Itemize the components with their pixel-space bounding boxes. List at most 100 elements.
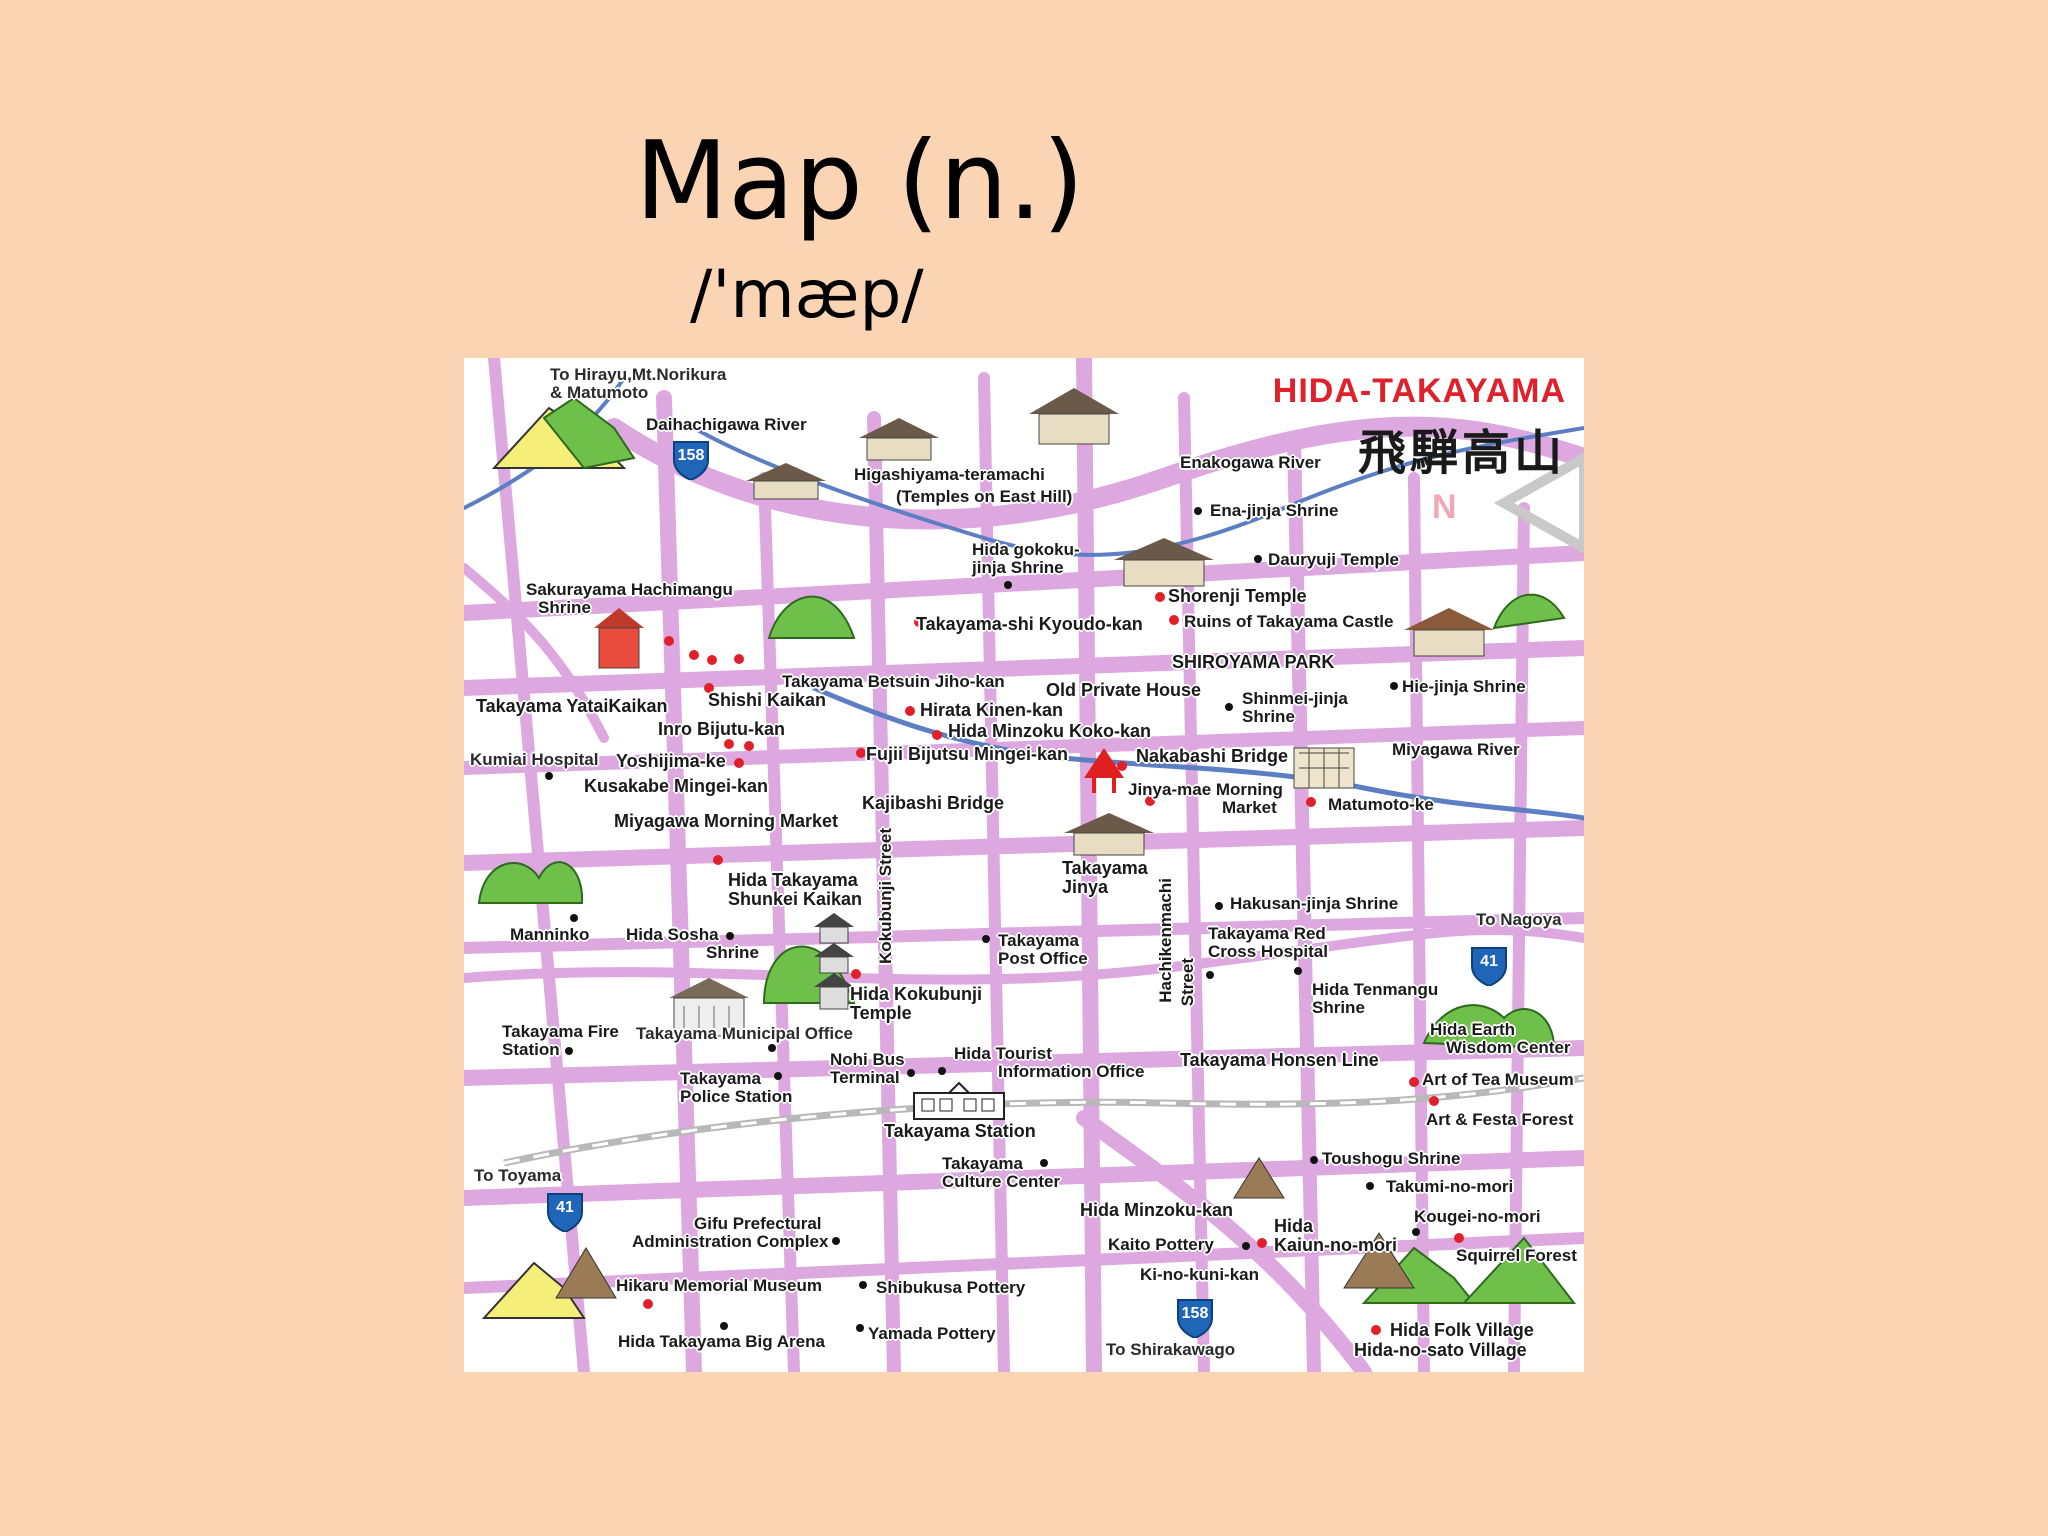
label-hida-tenmangu-shrine: Hida Tenmangu [1312,980,1439,999]
label-minzoku-koko-kan: Hida Minzoku Koko-kan [948,721,1152,741]
label-to-nagoya: To Nagoya [1476,910,1562,929]
label-kusakabe-mingei-kan: Kusakabe Mingei-kan [584,776,769,796]
label-municipal-office: Takayama Municipal Office [636,1024,853,1043]
slide-title: Map (n.) [635,119,1085,244]
brand-japanese: 飛騨高山 [1357,425,1566,481]
label-takayama-jinya-2: Jinya [1062,877,1109,897]
label-hida-kaiun-no-mori: Hida [1274,1216,1314,1236]
label-takayama-jinya: Takayama [1062,858,1148,878]
label-jinya-morning-market: Jinya-mae Morning [1128,780,1283,799]
label-yoshijima-ke: Yoshijima-ke [616,751,726,771]
route-158-number: 158 [677,447,705,464]
label-shinmei-jinja: Shinmei-jinja [1242,689,1348,708]
building-icons [555,388,1494,1299]
label-toushogu-shrine: Toushogu Shrine [1322,1149,1461,1168]
label-yamada-pottery: Yamada Pottery [868,1324,996,1343]
route-158-sign-north: 158 [672,440,710,480]
label-hida-folk-village: Hida Folk Village [1390,1320,1534,1340]
label-kougei-no-mori: Kougei-no-mori [1414,1207,1541,1226]
label-culture-center: Takayama [942,1154,1023,1173]
label-nohi-bus-terminal: Nohi Bus [830,1050,905,1069]
label-shiroyama-park: SHIROYAMA PARK [1172,652,1335,672]
label-ena-jinja-shrine: Ena-jinja Shrine [1210,501,1339,520]
brand-english: HIDA-TAKAYAMA [1272,372,1566,410]
label-takayama-station: Takayama Station [884,1121,1036,1141]
label-manninko: Manninko [510,925,590,944]
label-daihachigawa-river: Daihachigawa River [646,415,807,434]
route-41-sign-west: 41 [546,1192,584,1232]
label-betsuin-jiho-kan: Takayama Betsuin Jiho-kan [782,672,1005,691]
label-matumoto-ke: Matumoto-ke [1328,795,1434,814]
label-kyoudo-kan: Takayama-shi Kyoudo-kan [916,614,1143,634]
takayama-map: HIDA-TAKAYAMA 飛騨高山 N 158 41 41 158 To Hi… [464,358,1584,1372]
railway [503,1074,1584,1167]
label-jinya-morning-market-2: Market [1222,798,1277,817]
label-to-hirayu-2: & Matumoto [550,383,649,402]
label-miyagawa-river: Miyagawa River [1392,740,1520,759]
label-hirata-kinen-kan: Hirata Kinen-kan [920,700,1064,720]
label-shibukusa-pottery: Shibukusa Pottery [876,1278,1026,1297]
label-hachikenmachi-street-2: Street [1178,958,1197,1007]
label-kumiai-hospital: Kumiai Hospital [470,750,599,769]
label-fire-station: Takayama Fire [502,1022,619,1041]
label-to-shirakawago: To Shirakawago [1106,1340,1236,1359]
route-41-number: 41 [556,1199,574,1216]
label-hida-sosha-shrine: Hida Sosha [626,925,719,944]
label-hida-no-sato-village: Hida-no-sato Village [1354,1340,1527,1360]
route-41-number: 41 [1480,953,1498,970]
label-higashiyama-2: (Temples on East Hill) [896,487,1073,506]
label-higashiyama: Higashiyama-teramachi [854,465,1045,484]
label-shunkei-kaikan: Hida Takayama [728,870,858,890]
label-art-festa-forest: Art & Festa Forest [1426,1110,1574,1129]
label-hakusan-jinja-shrine: Hakusan-jinja Shrine [1230,894,1399,913]
label-enakogawa-river: Enakogawa River [1180,453,1321,472]
poi-dots-red [643,592,1464,1335]
compass-arrow [1493,452,1584,554]
label-hachikenmachi-street: Hachikenmachi [1156,878,1175,1003]
label-culture-center-2: Culture Center [942,1172,1061,1191]
label-hida-sosha-shrine-2: Shrine [706,943,759,962]
label-hida-kaiun-no-mori-2: Kaiun-no-mori [1274,1235,1397,1255]
label-hida-gokoku: Hida gokoku- [972,540,1080,559]
label-hida-tenmangu-shrine-2: Shrine [1312,998,1365,1017]
label-gifu-prefectural-2: Administration Complex [632,1232,829,1251]
label-ruins-takayama-castle: Ruins of Takayama Castle [1184,612,1394,631]
route-41-sign-east: 41 [1470,946,1508,986]
label-miyagawa-morning-market: Miyagawa Morning Market [614,811,839,831]
label-tourist-information: Hida Tourist [954,1044,1052,1063]
label-kokubunji-temple-2: Temple [850,1003,912,1023]
label-red-cross-hospital-2: Cross Hospital [1208,942,1328,961]
label-fujii-bijutsu: Fujii Bijutsu Mingei-kan [866,744,1068,764]
label-hikaru-memorial-museum: Hikaru Memorial Museum [616,1276,822,1295]
label-art-of-tea-museum: Art of Tea Museum [1422,1070,1574,1089]
label-fire-station-2: Station [502,1040,560,1059]
label-old-private-house: Old Private House [1046,680,1202,700]
label-earth-wisdom-center: Hida Earth [1430,1020,1516,1039]
label-gifu-prefectural: Gifu Prefectural [694,1214,822,1233]
label-takumi-no-mori: Takumi-no-mori [1386,1177,1514,1196]
label-to-toyama: To Toyama [474,1166,562,1185]
label-shorenji-temple: Shorenji Temple [1168,586,1307,606]
label-post-office-2: Post Office [998,949,1088,968]
label-police-station: Takayama [680,1069,761,1088]
route-158-sign-south: 158 [1176,1298,1214,1338]
label-kokubunji-temple: Hida Kokubunji [850,984,982,1004]
north-indicator: N [1432,488,1457,526]
label-nakabashi-bridge: Nakabashi Bridge [1136,746,1289,766]
label-kaito-pottery: Kaito Pottery [1108,1235,1214,1254]
label-hida-minzoku-kan: Hida Minzoku-kan [1080,1200,1234,1220]
label-big-arena: Hida Takayama Big Arena [618,1332,825,1351]
poi-dots-black [545,507,1481,1332]
label-squirrel-forest: Squirrel Forest [1456,1246,1577,1265]
label-sakurayama-2: Shrine [538,598,591,617]
label-kajibashi-bridge: Kajibashi Bridge [862,793,1005,813]
label-post-office: Takayama [998,931,1079,950]
label-ki-no-kuni-kan: Ki-no-kuni-kan [1140,1265,1259,1284]
route-158-number: 158 [1181,1305,1209,1322]
map-brand: HIDA-TAKAYAMA 飛騨高山 [1273,372,1566,483]
label-honsen-line: Takayama Honsen Line [1180,1050,1379,1070]
label-hida-gokoku-2: jinja Shrine [972,558,1064,577]
label-dauryuji-temple: Dauryuji Temple [1268,550,1399,569]
label-shinmei-jinja-2: Shrine [1242,707,1295,726]
label-kokubunji-street: Kokubunji Street [876,828,895,965]
